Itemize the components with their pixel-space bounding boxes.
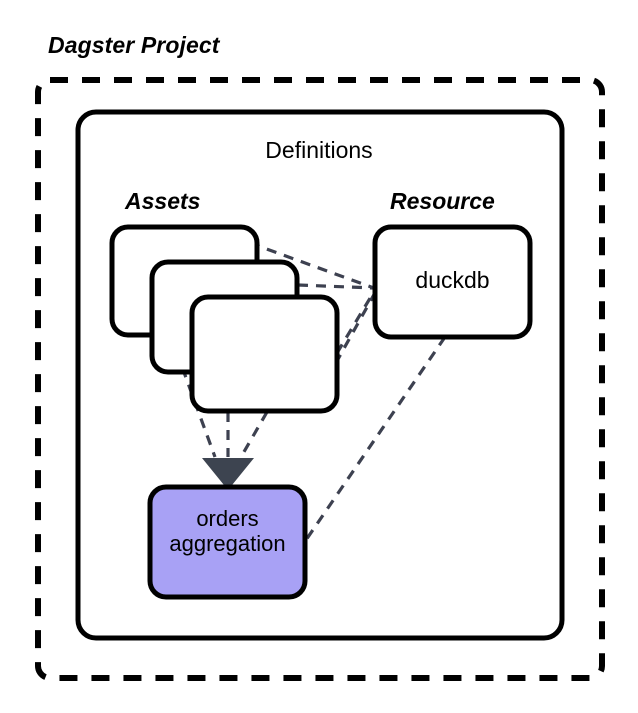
resource-node-duckdb-rect[interactable] [372, 224, 533, 340]
orders-label-line-2: aggregation [169, 530, 286, 556]
asset-node-orders-aggregation-rect[interactable] [147, 484, 308, 600]
arrowhead-into-orders-aggregation [202, 458, 254, 490]
edge-asset1-to-duckdb [249, 241, 375, 290]
assets-group-label: Assets [125, 188, 201, 214]
edge-asset3-to-duckdb [335, 289, 377, 354]
asset-node-orders-aggregation-label: orders aggregation [150, 506, 305, 556]
asset-card-3-rect[interactable] [189, 294, 340, 414]
project-boundary-dashed-rect [35, 77, 605, 681]
resource-node-duckdb-label: duckdb [415, 267, 490, 293]
definitions-container-label: Definitions [265, 137, 373, 163]
resource-group-label: Resource [390, 188, 495, 214]
orders-label-line-1: orders [196, 506, 259, 531]
project-title: Dagster Project [48, 32, 220, 58]
edge-duckdb-to-orders [304, 336, 447, 541]
edge-asset3-to-orders [239, 411, 269, 458]
edge-asset2-to-duckdb [297, 283, 375, 290]
